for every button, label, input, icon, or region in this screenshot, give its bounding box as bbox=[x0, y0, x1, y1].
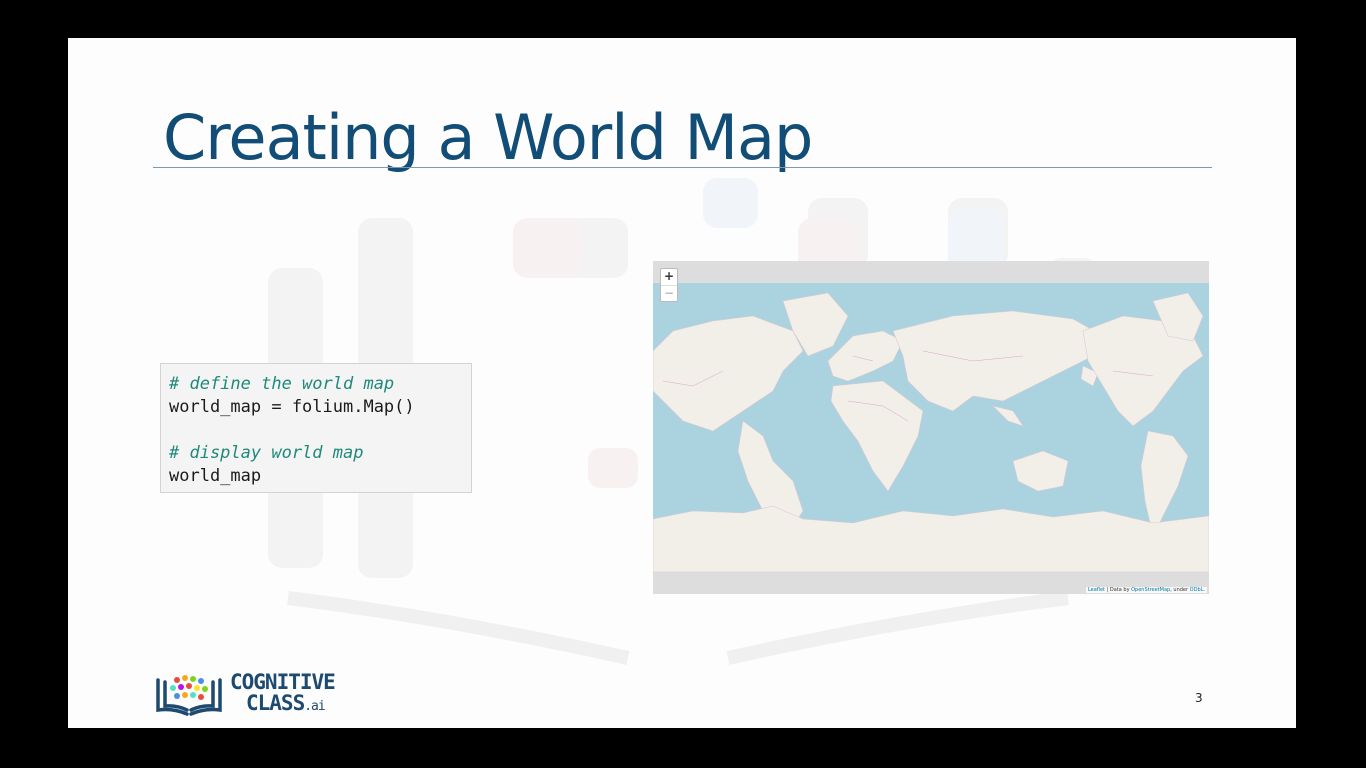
code-cell: # define the world map world_map = foliu… bbox=[160, 363, 472, 493]
logo-line-2: CLASS bbox=[246, 691, 305, 715]
openstreetmap-link[interactable]: OpenStreetMap bbox=[1131, 587, 1171, 593]
code-line: world_map bbox=[169, 466, 262, 486]
map-tiles bbox=[653, 261, 1209, 594]
world-map[interactable]: + − bbox=[653, 261, 1209, 594]
map-attribution: Leaflet | Data by OpenStreetMap, under O… bbox=[1085, 587, 1207, 593]
odbl-link[interactable]: ODbL. bbox=[1189, 587, 1205, 593]
zoom-control: + − bbox=[660, 268, 678, 302]
slide: Creating a World Map # define the world … bbox=[68, 38, 1296, 728]
code-comment-line: # display world map bbox=[169, 443, 364, 463]
slide-title: Creating a World Map bbox=[163, 101, 813, 174]
leaflet-link[interactable]: Leaflet bbox=[1087, 587, 1105, 593]
logo-line-1: COGNITIVE bbox=[230, 670, 336, 694]
cognitive-class-logo: COGNITIVE CLASS.ai bbox=[155, 672, 355, 716]
logo-suffix: .ai bbox=[304, 699, 326, 714]
code-comment-line: # define the world map bbox=[169, 374, 395, 394]
code-line: world_map = folium.Map() bbox=[169, 397, 415, 417]
code-blank-line bbox=[169, 419, 463, 442]
title-underline bbox=[153, 167, 1212, 168]
zoom-out-button[interactable]: − bbox=[661, 285, 677, 302]
book-logo-icon bbox=[156, 675, 222, 716]
logo-wordmark: COGNITIVE CLASS.ai bbox=[230, 670, 336, 717]
zoom-in-button[interactable]: + bbox=[663, 269, 675, 283]
page-number: 3 bbox=[1195, 691, 1203, 705]
